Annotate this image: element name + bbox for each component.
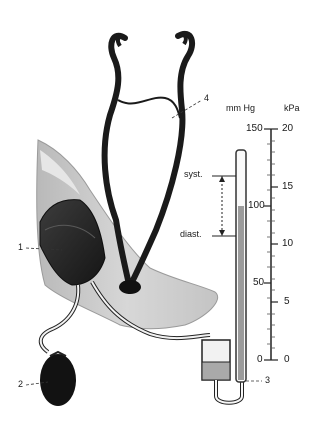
callout-cuff: 1 [18, 243, 23, 252]
kpa-tick-label: 5 [284, 297, 290, 307]
stethoscope-right-ear-tube [132, 34, 192, 282]
kpa-tick-label: 15 [282, 182, 293, 192]
mmhg-tick-label: 0 [257, 355, 263, 365]
u-tube [216, 380, 242, 403]
callout-manometer: 3 [265, 376, 270, 385]
mercury-fill [238, 206, 244, 380]
inflation-bulb [40, 354, 76, 406]
mmhg-tick-label: 50 [253, 278, 264, 288]
callout-bulb: 2 [18, 380, 23, 389]
systolic-label: syst. [184, 170, 203, 179]
unit-kpa-label: kPa [284, 104, 300, 113]
mmhg-tick-label: 100 [248, 201, 265, 211]
stethoscope-inner-lines [118, 98, 180, 118]
unit-mmhg-label: mm Hg [226, 104, 255, 113]
kpa-tick-label: 10 [282, 239, 293, 249]
callout-stethoscope: 4 [204, 94, 209, 103]
kpa-tick-label: 20 [282, 124, 293, 134]
diastolic-label: diast. [180, 230, 202, 239]
kpa-tick-label: 0 [284, 355, 290, 365]
stethoscope-chestpiece [119, 280, 141, 294]
mmhg-tick-label: 150 [246, 124, 263, 134]
